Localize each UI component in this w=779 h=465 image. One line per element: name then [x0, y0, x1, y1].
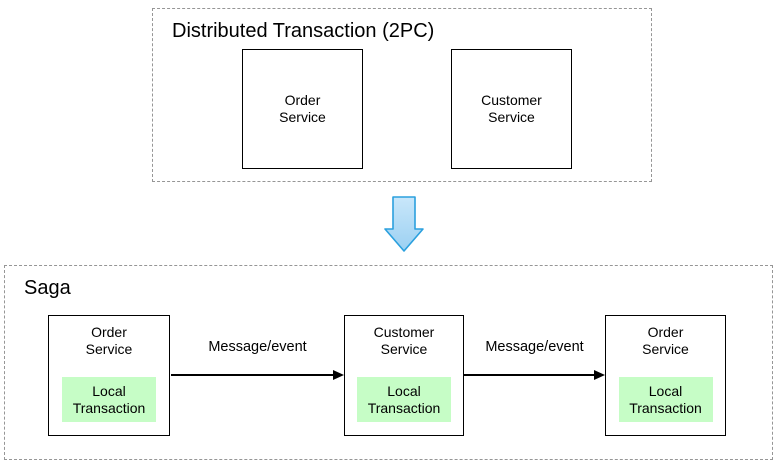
down-block-arrow-icon [384, 196, 424, 252]
2pc-section: Distributed Transaction (2PC) Order Serv… [152, 8, 652, 182]
local-transaction-label-3: Local Transaction [629, 382, 702, 416]
saga-order-service-box-1: Order Service Local Transaction [48, 315, 170, 436]
2pc-order-service-label: Order Service [279, 92, 326, 125]
message-arrow-1 [171, 367, 344, 383]
message-event-label-1: Message/event [208, 339, 307, 355]
saga-order-service-box-2: Order Service Local Transaction [605, 315, 726, 436]
2pc-customer-service-box: Customer Service [451, 49, 572, 169]
arrow-head-icon-1 [333, 370, 344, 380]
saga-section-title: Saga [24, 277, 71, 299]
local-transaction-label-2: Local Transaction [367, 382, 441, 416]
local-transaction-box-2: Local Transaction [357, 377, 451, 422]
saga-order-service-label-2: Order Service [642, 324, 689, 357]
saga-section: Saga Order Service Local Transaction Mes… [4, 265, 773, 460]
arrow-head-icon-2 [594, 370, 605, 380]
local-transaction-box-1: Local Transaction [62, 377, 156, 422]
saga-customer-service-box: Customer Service Local Transaction [344, 315, 464, 436]
message-event-label-2: Message/event [485, 339, 584, 355]
2pc-customer-service-label: Customer Service [481, 92, 542, 125]
2pc-order-service-box: Order Service [242, 49, 363, 169]
local-transaction-box-3: Local Transaction [618, 377, 713, 422]
local-transaction-label-1: Local Transaction [72, 382, 146, 416]
arrow-line-1 [171, 374, 336, 376]
saga-order-service-label-1: Order Service [85, 324, 133, 357]
arrow-line-2 [464, 374, 597, 376]
message-arrow-2 [464, 367, 605, 383]
2pc-section-title: Distributed Transaction (2PC) [172, 20, 435, 42]
saga-customer-service-label: Customer Service [373, 324, 435, 357]
